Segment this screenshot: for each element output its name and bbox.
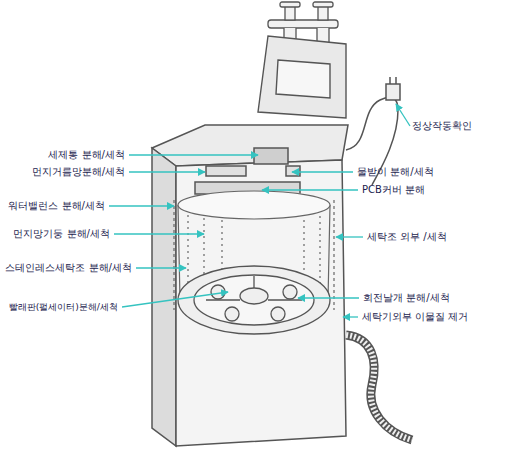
part-label: 먼지거름망분해/세척 — [32, 165, 125, 179]
leader-lines — [292, 171, 353, 172]
leader-lines — [262, 189, 358, 190]
faucet — [285, 6, 295, 20]
power-cord — [395, 77, 397, 84]
washer-body — [152, 125, 348, 166]
leader-lines — [343, 316, 358, 317]
leader-lines — [136, 267, 186, 268]
leader-lines — [109, 104, 410, 317]
part-label: 워터밸런스 분해/세척 — [8, 199, 105, 213]
part-label: 스테인레스세탁조 분해/세척 — [5, 261, 132, 275]
leader-lines — [396, 104, 410, 126]
faucet — [318, 6, 328, 20]
drain-hose — [346, 335, 412, 440]
faucet — [280, 2, 300, 7]
faucet — [313, 2, 333, 7]
lid — [258, 36, 346, 118]
part-label: 세탁조 외부 /세척 — [367, 230, 447, 244]
faucet — [268, 20, 338, 28]
part-label: 세제통 분해/세척 — [48, 148, 125, 162]
pulsator — [178, 266, 330, 334]
drain-hose — [346, 335, 412, 440]
leader-lines — [129, 171, 205, 172]
leader-lines — [114, 233, 204, 234]
pulsator — [178, 266, 330, 334]
pulsator — [283, 285, 297, 299]
washer-body — [286, 166, 300, 176]
wash-tub — [178, 191, 330, 219]
pulsator — [194, 275, 314, 325]
washer-body — [176, 160, 346, 446]
leader-lines — [109, 205, 174, 206]
part-label: 세탁기외부 이물질 제거 — [362, 310, 468, 324]
part-label: 정상작동확인 — [412, 119, 472, 133]
leader-lines — [122, 292, 228, 307]
washer-body — [152, 148, 176, 446]
washer-body — [152, 125, 348, 446]
pulsator — [225, 307, 239, 321]
lid — [276, 60, 330, 98]
leader-lines — [298, 297, 359, 298]
pulsator — [271, 307, 285, 321]
drain-hose — [346, 335, 412, 440]
leader-lines — [129, 154, 258, 155]
lid — [258, 36, 346, 118]
part-label: 빨래판(펄세이터)분해/세척 — [9, 300, 118, 314]
part-label: 회전날개 분해/세척 — [363, 291, 450, 305]
power-cord — [389, 77, 391, 84]
pulsator — [240, 288, 268, 304]
leader-lines — [336, 236, 363, 237]
pulsator — [206, 276, 302, 300]
power-cord — [386, 84, 400, 100]
part-label: PCB커버 분해 — [362, 183, 425, 197]
part-label: 물받이 분해/세척 — [357, 165, 434, 179]
part-label: 먼지망기둥 분해/세척 — [13, 227, 110, 241]
washer-body — [254, 148, 288, 164]
washer-body — [206, 166, 246, 176]
pulsator — [211, 285, 225, 299]
